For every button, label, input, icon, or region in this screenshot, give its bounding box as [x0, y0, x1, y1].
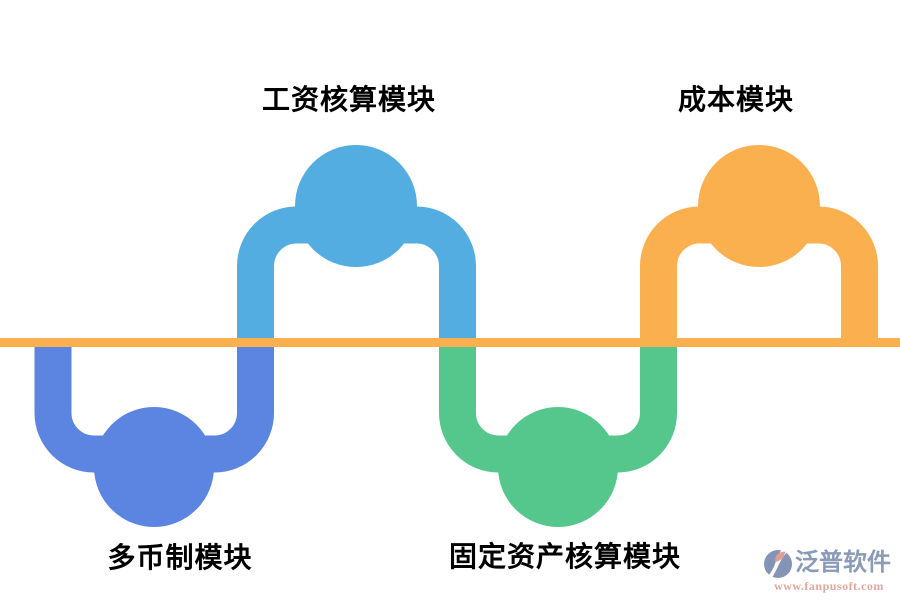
multicurrency-module-label: 多币制模块: [107, 542, 253, 573]
fanpu-logo-name: 泛普软件: [795, 549, 891, 576]
fixed-asset-module-circle: [498, 407, 618, 527]
fanpu-logo-icon: [764, 548, 792, 578]
fanpu-logo-row: 泛普软件: [763, 548, 895, 578]
fixed-asset-module-label: 固定资产核算模块: [448, 541, 682, 572]
fanpu-logo: 泛普软件 www.fanpusoft.com: [763, 548, 895, 594]
fanpu-logo-url[interactable]: www.fanpusoft.com: [774, 579, 884, 593]
cost-module-label: 成本模块: [677, 84, 795, 115]
timeline-axis: [0, 338, 900, 347]
salary-module-label: 工资核算模块: [261, 84, 437, 115]
multicurrency-module-circle: [94, 407, 214, 527]
cost-module-circle: [698, 145, 820, 267]
salary-module-circle: [295, 145, 417, 267]
